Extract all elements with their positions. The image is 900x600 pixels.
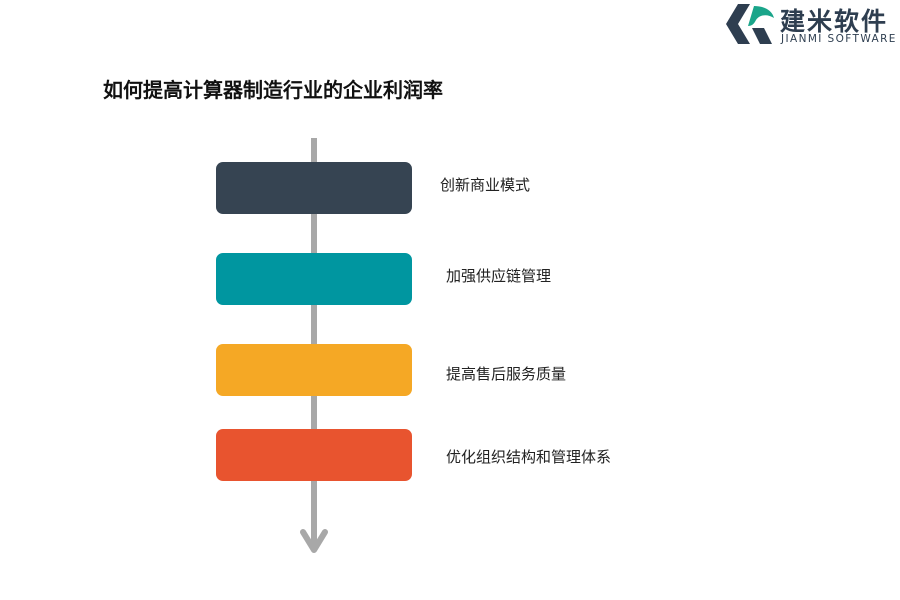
flow-arrowhead <box>300 529 328 553</box>
step-box-business-model <box>216 162 412 214</box>
logo-name-en: JIANMI SOFTWARE <box>781 33 897 45</box>
step-box-supply-chain <box>216 253 412 305</box>
logo-name-cn: 建米软件 <box>780 7 889 36</box>
step-label-supply-chain: 加强供应链管理 <box>446 267 552 285</box>
step-label-after-sales: 提高售后服务质量 <box>446 365 567 383</box>
step-label-business-model: 创新商业模式 <box>440 176 531 194</box>
step-box-after-sales <box>216 344 412 396</box>
jianmi-logo-icon <box>726 4 774 44</box>
page-title: 如何提高计算器制造行业的企业利润率 <box>103 78 443 102</box>
brand-logo: 建米软件 JIANMI SOFTWARE <box>724 2 900 48</box>
step-box-organization <box>216 429 412 481</box>
step-label-organization: 优化组织结构和管理体系 <box>446 448 612 466</box>
